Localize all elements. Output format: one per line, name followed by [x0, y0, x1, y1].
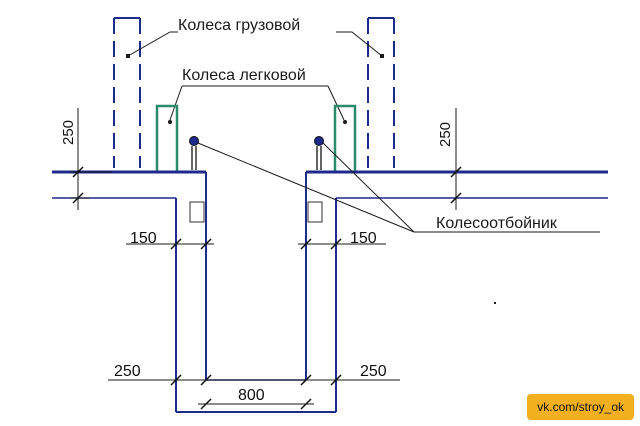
- car-wheel-left-dot: [168, 120, 172, 124]
- car-leader-left: [169, 85, 183, 121]
- embed-right: [307, 201, 323, 223]
- dim-left-height-label: 250: [60, 120, 77, 145]
- dim-right-height-label: 250: [437, 122, 454, 147]
- watermark: vk.com/stroy_ok: [527, 394, 634, 420]
- wheel-stop-label: Колесоотбойник: [436, 215, 558, 232]
- dim-bottom: [108, 374, 400, 386]
- dim-left-wall: [126, 238, 214, 250]
- dim-pit-width: [198, 398, 314, 410]
- dim-left-height: [70, 108, 112, 210]
- dim-left-offset-label: 250: [114, 363, 141, 380]
- wheel-stop-leader-right: [322, 142, 415, 233]
- car-wheels-label: Колеса легковой: [182, 67, 306, 84]
- wheel-stop-left: [189, 136, 199, 170]
- watermark-text: vk.com/stroy_ok: [537, 400, 624, 414]
- truck-wheels-label: Колеса грузовой: [178, 17, 300, 34]
- dim-right-wall: [298, 238, 386, 250]
- truck-wheel-left: [113, 17, 141, 168]
- car-leader-right: [327, 85, 345, 121]
- stray-dot: [494, 302, 496, 304]
- truck-leader-right-dot: [380, 54, 384, 58]
- dim-pit-width-label: 800: [238, 387, 265, 404]
- car-wheel-right: [333, 104, 357, 174]
- dim-right-offset-label: 250: [360, 363, 387, 380]
- car-wheel-right-dot: [343, 120, 347, 124]
- pit: [175, 172, 337, 413]
- dim-left-wall-label: 150: [130, 230, 157, 247]
- truck-leader-left-dot: [126, 54, 130, 58]
- truck-leader-left: [127, 31, 178, 57]
- dim-right-wall-label: 150: [350, 230, 377, 247]
- truck-wheel-right: [367, 17, 395, 168]
- truck-leader-right: [336, 31, 383, 57]
- wheel-stop-leader-left: [197, 142, 415, 233]
- car-wheel-left: [155, 104, 179, 174]
- wheel-stop-right: [314, 136, 324, 170]
- embed-left: [189, 201, 205, 223]
- dim-right-height: [450, 108, 462, 210]
